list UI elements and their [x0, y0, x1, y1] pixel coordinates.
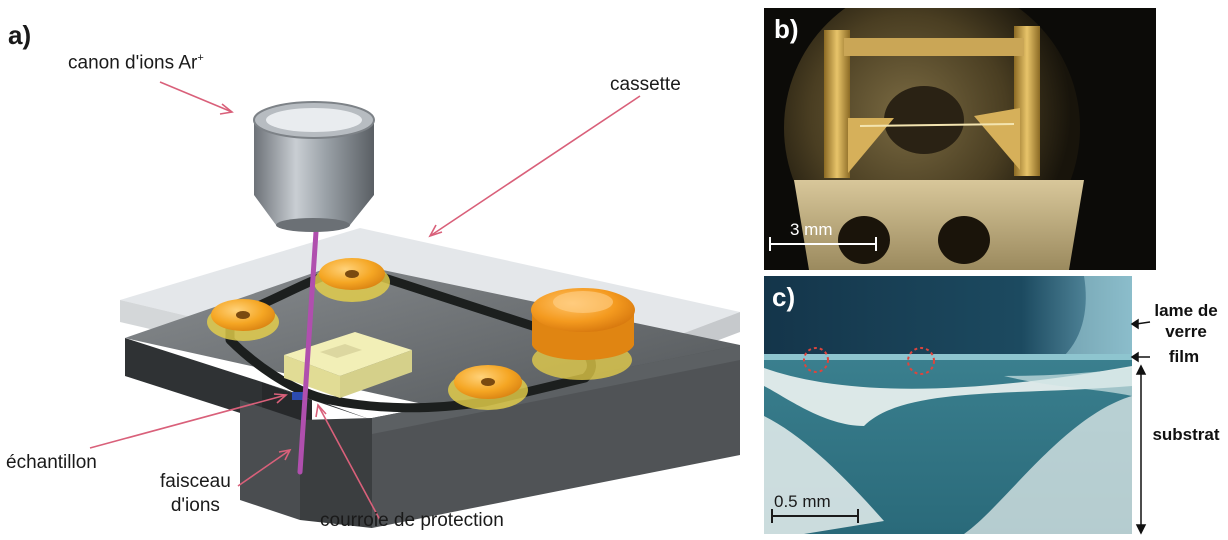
- ion-beam-label-line1: faisceau: [160, 471, 231, 492]
- big-knob-gear: [531, 288, 635, 380]
- ion-gun-label: canon d'ions Ar+: [68, 52, 204, 74]
- base-lower: [240, 400, 300, 520]
- ion-beam-label-line2: d'ions: [170, 495, 220, 516]
- gear-top: [314, 258, 390, 302]
- scale-bar-b: [769, 237, 877, 251]
- label-arrows: [89, 81, 641, 521]
- ion-gun-label-text: canon d'ions Ar: [68, 52, 198, 74]
- scale-label-b: 3 mm: [790, 220, 833, 239]
- panel-c-annotation-arrows: [1130, 318, 1151, 535]
- cassette-label: cassette: [610, 74, 681, 95]
- ion-gun-label-sup: +: [197, 52, 204, 64]
- base-front-left: [125, 338, 262, 420]
- gear-left: [207, 299, 279, 341]
- glass-slide-label: lame de verre: [1144, 300, 1228, 342]
- panel-a: a) canon d'ions Ar+ cassette échantillon…: [6, 20, 740, 531]
- gear-right: [448, 365, 528, 410]
- panel-c-letter: c): [772, 282, 796, 312]
- panel-b: b) 3 mm: [764, 8, 1156, 270]
- sample-holder: [284, 332, 412, 398]
- scale-label-c: 0.5 mm: [774, 492, 831, 511]
- micrograph-c: [764, 276, 1132, 534]
- panel-b-letter: b): [774, 14, 799, 44]
- substrate-label: substrat: [1152, 425, 1220, 444]
- ion-beam-label: faisceau d'ions: [160, 470, 231, 518]
- ion-beam: [297, 229, 319, 475]
- belt-label: courroie de protection: [320, 510, 504, 531]
- defect-marker-2: [907, 347, 935, 375]
- sample: [292, 392, 306, 400]
- film-label: film: [1168, 347, 1200, 366]
- panel-a-letter: a): [8, 20, 32, 50]
- apparatus-illustration: [89, 81, 740, 528]
- panel-c: c) 0.5 mm: [764, 276, 1132, 534]
- micrograph-b: [769, 8, 1084, 270]
- ion-gun: [253, 101, 375, 232]
- scale-bar-c: [771, 509, 859, 523]
- glass-slide-label-line2: verre: [1165, 322, 1207, 341]
- glass-slide-label-line1: lame de: [1154, 301, 1218, 320]
- defect-marker-1: [803, 347, 829, 373]
- sample-label: échantillon: [6, 452, 97, 473]
